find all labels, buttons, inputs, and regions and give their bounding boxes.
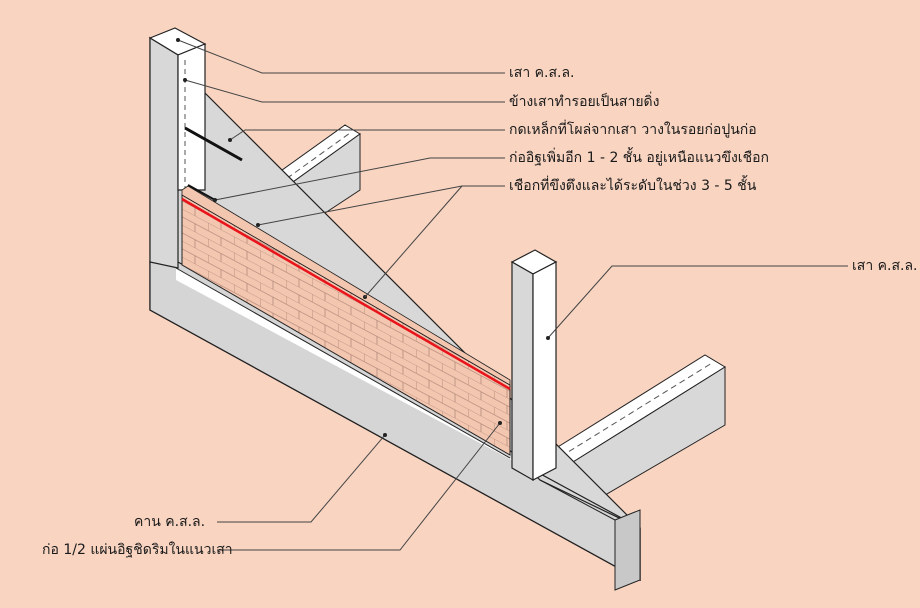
label-extra-courses: ก่ออิฐเพิ่มอีก 1 - 2 ชั้น อยู่เหนือแนวขึ…: [509, 150, 769, 166]
left-column: [148, 27, 243, 269]
label-column-groove: ข้างเสาทำรอยเป็นสายดิ่ง: [509, 94, 660, 110]
label-column-top: เสา ค.ส.ล.: [509, 65, 575, 81]
label-tie-bar: กดเหล็กที่โผล่จากเสา วางในรอยก่อปูนก่อ: [509, 122, 757, 138]
label-column-right: เสา ค.ส.ล.: [852, 258, 918, 274]
right-column: [510, 249, 558, 482]
leader-lines: [177, 39, 848, 551]
label-half-brick: ก่อ 1/2 แผ่นอิฐชิดริมในแนวเสา: [42, 542, 233, 558]
label-beam: คาน ค.ส.ล.: [134, 514, 206, 530]
string-line: [181, 197, 511, 391]
label-string-line: เชือกที่ขึงตึงและได้ระดับในช่วง 3 - 5 ชั…: [509, 178, 757, 194]
brick-wall: [181, 184, 511, 456]
